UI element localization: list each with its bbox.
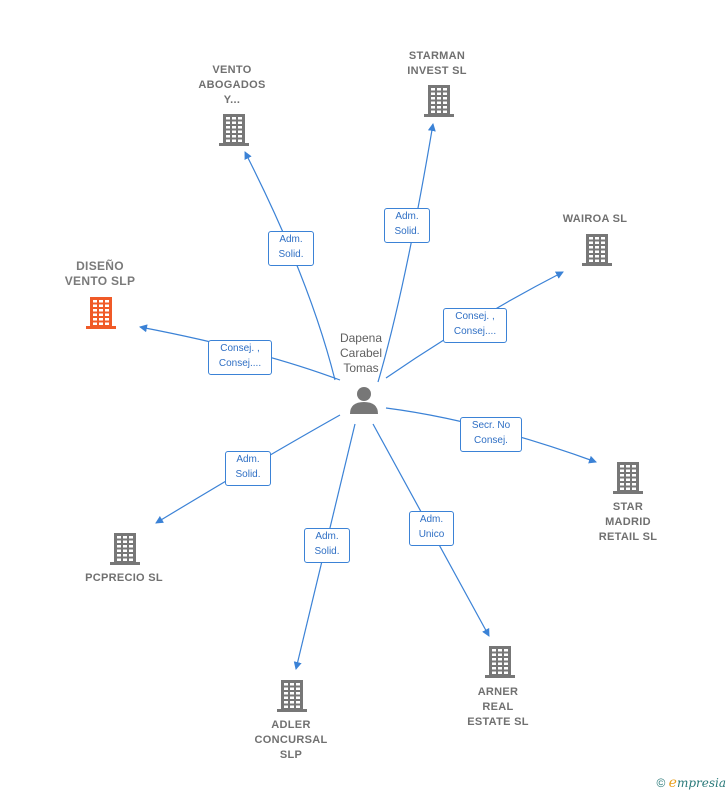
- empresia-logo-initial: e: [668, 775, 677, 791]
- node-label-wairoa[interactable]: WAIROA SL: [562, 213, 628, 225]
- building-icon-pcprecio[interactable]: [110, 533, 140, 565]
- building-icon-star[interactable]: [613, 462, 643, 494]
- node-label-star[interactable]: STAR MADRID RETAIL SL: [598, 501, 658, 543]
- relation-label-adler[interactable]: Adm.Solid.: [304, 528, 350, 563]
- relation-label-diseno[interactable]: Consej. ,Consej....: [208, 340, 272, 375]
- node-label-starman[interactable]: STARMAN INVEST SL: [407, 50, 467, 77]
- relation-label-arner[interactable]: Adm.Unico: [409, 511, 454, 546]
- edge-vento: [244, 151, 336, 381]
- copyright-symbol: ©: [656, 776, 666, 790]
- relation-label-vento[interactable]: Adm.Solid.: [268, 231, 314, 266]
- building-icon-arner[interactable]: [485, 646, 515, 678]
- building-icon-vento[interactable]: [219, 114, 249, 146]
- empresia-logo-text: mpresia: [676, 776, 726, 790]
- relation-label-pcprecio[interactable]: Adm.Solid.: [225, 451, 271, 486]
- node-label-arner[interactable]: ARNER REAL ESTATE SL: [467, 686, 529, 728]
- edge-starman: [377, 123, 436, 383]
- node-label-diseno[interactable]: DISEÑO VENTO SLP: [64, 259, 136, 288]
- building-icon-diseno[interactable]: [86, 297, 116, 329]
- building-icon-adler[interactable]: [277, 680, 307, 712]
- person-icon[interactable]: [350, 387, 378, 414]
- building-icon-wairoa[interactable]: [582, 234, 612, 266]
- empresia-credit[interactable]: © empresia: [656, 775, 726, 791]
- relation-label-starman[interactable]: Adm.Solid.: [384, 208, 430, 243]
- building-icon-starman[interactable]: [424, 85, 454, 117]
- node-label-adler[interactable]: ADLER CONCURSAL SLP: [254, 719, 328, 761]
- center-person-name[interactable]: Dapena Carabel Tomas: [339, 331, 383, 375]
- node-label-vento[interactable]: VENTO ABOGADOS Y...: [198, 64, 266, 106]
- node-label-pcprecio[interactable]: PCPRECIO SL: [85, 572, 163, 584]
- relation-label-wairoa[interactable]: Consej. ,Consej....: [443, 308, 507, 343]
